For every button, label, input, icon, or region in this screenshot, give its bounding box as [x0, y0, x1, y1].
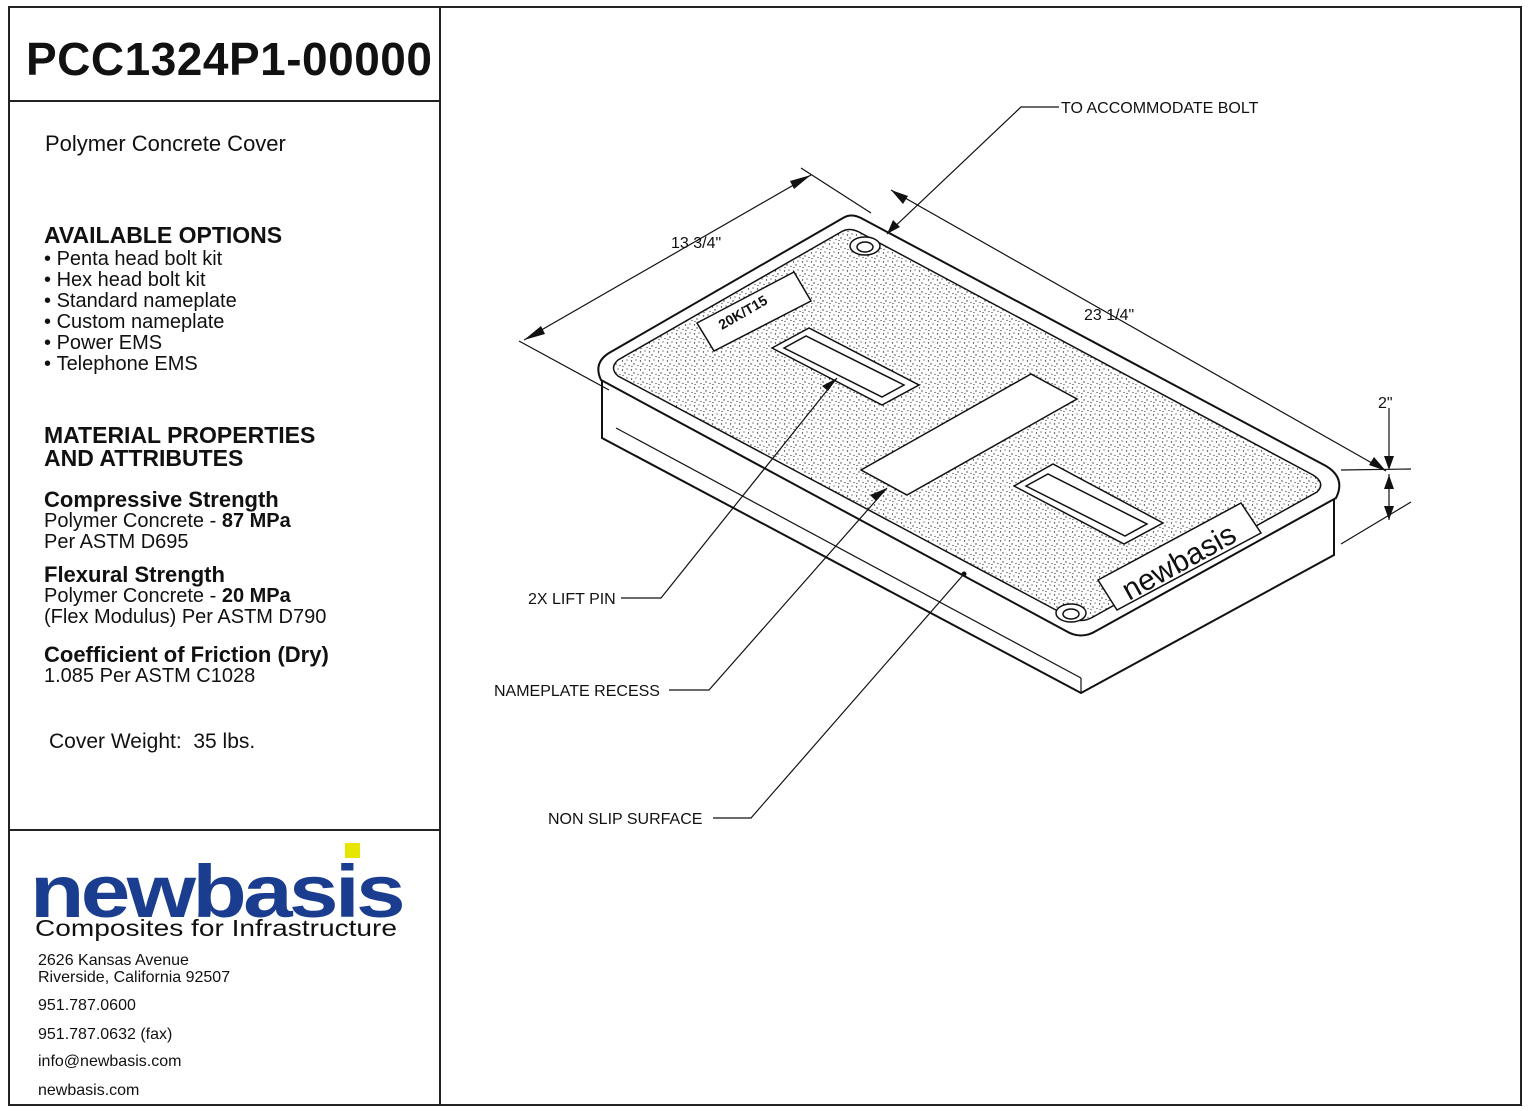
lift-pin-recess-1 [770, 327, 921, 406]
bolt-hole-bottom [1055, 603, 1087, 623]
part-number: PCC1324P1-00000 [26, 33, 433, 85]
material-heading-line1: MATERIAL PROPERTIES [44, 422, 316, 448]
compressive-prefix: Polymer Concrete - [44, 510, 222, 532]
logo-plate [1096, 502, 1263, 611]
option-item: Power EMS [44, 333, 282, 354]
compressive-heading: Compressive Strength [44, 487, 279, 512]
friction-coefficient: Coefficient of Friction (Dry) 1.085 Per … [44, 644, 329, 687]
info-panel: PCC1324P1-00000 Polymer Concrete Cover A… [10, 8, 441, 1104]
surface-leader [713, 573, 965, 819]
leader-lines [621, 106, 1059, 819]
company-phone: 951.787.0600 [38, 997, 136, 1014]
company-email: info@newbasis.com [38, 1053, 182, 1070]
cover-side-inner-line [615, 427, 1082, 679]
cover-weight: Cover Weight: 35 lbs. [49, 730, 255, 754]
newbasis-logo: newbasis Composites for Infrastructure [30, 843, 406, 941]
dim-width-label: 13 3/4" [671, 235, 721, 252]
friction-line1: 1.085 Per ASTM C1028 [44, 665, 256, 687]
isometric-cover-drawing: 20K/T15 newbasis 13 3/4" [494, 100, 1412, 828]
company-block: newbasis Composites for Infrastructure 2… [10, 829, 439, 1106]
available-options: AVAILABLE OPTIONS Penta head bolt kit He… [44, 224, 282, 375]
option-item: Standard nameplate [44, 291, 282, 312]
option-item: Telephone EMS [44, 354, 282, 375]
dimension-lines [518, 167, 1412, 545]
leader-arrows [822, 220, 967, 577]
compressive-line1: Polymer Concrete - 87 MPa [44, 511, 291, 532]
options-heading: AVAILABLE OPTIONS [44, 222, 283, 248]
bolt-leader [886, 106, 1059, 235]
title-block: PCC1324P1-00000 [10, 8, 439, 102]
drawing-sheet: PCC1324P1-00000 Polymer Concrete Cover A… [8, 6, 1522, 1106]
cover-features [695, 236, 1263, 623]
logo-accent-square [345, 843, 360, 858]
option-item: Custom nameplate [44, 312, 282, 333]
logo-tagline: Composites for Infrastructure [35, 915, 397, 941]
callout-nameplate: NAMEPLATE RECESS [494, 683, 660, 700]
friction-heading: Coefficient of Friction (Dry) [44, 642, 329, 667]
lift-pin-recess-2 [1012, 463, 1165, 545]
bolt-hole-top [849, 236, 881, 256]
material-properties-heading: MATERIAL PROPERTIES AND ATTRIBUTES [44, 424, 315, 470]
callout-bolt: TO ACCOMMODATE BOLT [1061, 100, 1259, 117]
logo-wordmark: newbasis [30, 850, 403, 933]
flexural-prefix: Polymer Concrete - [44, 585, 222, 607]
nameplate-leader [669, 487, 888, 691]
compressive-line2: Per ASTM D695 [44, 531, 189, 553]
product-description: Polymer Concrete Cover [45, 131, 286, 156]
flexural-line2: (Flex Modulus) Per ASTM D790 [44, 606, 327, 628]
dim-length-label: 23 1/4" [1084, 307, 1134, 324]
plate-label-box [695, 271, 813, 352]
option-item: Penta head bolt kit [44, 249, 282, 270]
cover-drawing-area: 20K/T15 newbasis 13 3/4" [441, 8, 1522, 1104]
dimension-arrows [524, 175, 1394, 520]
callout-lift-pin: 2X LIFT PIN [528, 591, 616, 608]
options-list: Penta head bolt kit Hex head bolt kit St… [44, 249, 282, 375]
weight-label: Cover Weight: [49, 730, 182, 753]
lift-pin-leader [621, 377, 838, 599]
flexural-heading: Flexural Strength [44, 562, 225, 587]
company-address: 2626 Kansas Avenue Riverside, California… [38, 952, 230, 986]
callout-surface: NON SLIP SURFACE [548, 811, 702, 828]
dim-height-label: 2" [1378, 395, 1393, 412]
flexural-value: 20 MPa [221, 585, 291, 607]
option-item: Hex head bolt kit [44, 270, 282, 291]
flexural-line1: Polymer Concrete - 20 MPa [44, 586, 326, 607]
flexural-strength: Flexural Strength Polymer Concrete - 20 … [44, 564, 326, 628]
compressive-strength: Compressive Strength Polymer Concrete - … [44, 489, 291, 553]
company-website: newbasis.com [38, 1082, 140, 1099]
nameplate-recess [859, 373, 1079, 496]
dim-width-line [523, 174, 812, 341]
address-line1: 2626 Kansas Avenue [38, 952, 189, 969]
compressive-value: 87 MPa [221, 510, 291, 532]
weight-value: 35 lbs. [193, 730, 256, 753]
dim-length-line [890, 189, 1387, 472]
material-heading-line2: AND ATTRIBUTES [44, 445, 244, 471]
address-line2: Riverside, California 92507 [38, 969, 231, 986]
company-fax: 951.787.0632 (fax) [38, 1026, 173, 1043]
